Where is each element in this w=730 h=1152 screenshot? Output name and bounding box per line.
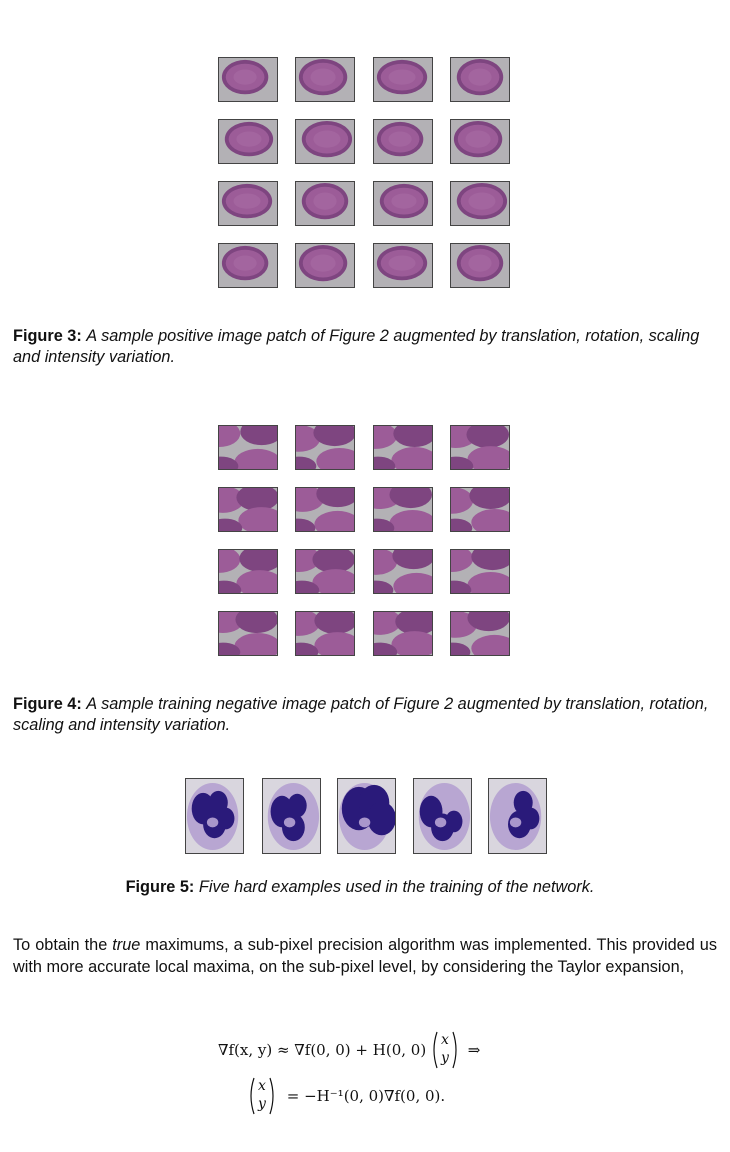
figure-4-text: A sample training negative image patch o… <box>13 695 709 734</box>
image-patch <box>450 549 510 594</box>
image-patch <box>218 57 278 102</box>
figure-5-caption: Figure 5: Five hard examples used in the… <box>0 877 720 898</box>
column-vector-1: x y <box>431 1030 459 1070</box>
hard-example-patch <box>413 778 472 854</box>
figure-3-text: A sample positive image patch of Figure … <box>13 327 700 366</box>
equation-line-2: x y = −H⁻¹(0, 0)∇f(0, 0). <box>248 1076 445 1116</box>
image-patch <box>295 549 355 594</box>
image-patch <box>373 57 433 102</box>
vector-1-x: x <box>441 1032 449 1048</box>
image-patch <box>373 119 433 164</box>
image-patch <box>295 119 355 164</box>
image-patch <box>218 487 278 532</box>
image-patch <box>295 487 355 532</box>
image-patch <box>450 611 510 656</box>
paragraph-pre: To obtain the <box>13 936 113 954</box>
figure-4-caption: Figure 4: A sample training negative ima… <box>13 694 719 736</box>
figure-5-text: Five hard examples used in the training … <box>198 878 595 896</box>
image-patch <box>373 611 433 656</box>
image-patch <box>295 611 355 656</box>
image-patch <box>218 181 278 226</box>
hard-example-patch <box>262 778 321 854</box>
paragraph-post: maximums, a sub-pixel precision algorith… <box>13 936 717 976</box>
image-patch <box>295 181 355 226</box>
image-patch <box>218 425 278 470</box>
figure-3-label: Figure 3: <box>13 327 82 345</box>
image-patch <box>450 243 510 288</box>
image-patch <box>218 611 278 656</box>
vector-2-x: x <box>258 1078 266 1094</box>
image-patch <box>295 425 355 470</box>
figure-5-label: Figure 5: <box>125 878 195 896</box>
equation-line-2-right: = −H⁻¹(0, 0)∇f(0, 0). <box>286 1087 446 1105</box>
image-patch <box>373 487 433 532</box>
hard-example-patch <box>488 778 547 854</box>
image-patch <box>450 487 510 532</box>
image-patch <box>373 181 433 226</box>
paragraph-emphasis: true <box>112 936 141 954</box>
column-vector-2: x y <box>248 1076 276 1116</box>
image-patch <box>295 243 355 288</box>
hard-example-patch <box>185 778 244 854</box>
image-patch <box>373 549 433 594</box>
image-patch <box>450 425 510 470</box>
image-patch <box>373 243 433 288</box>
vector-1-y: y <box>440 1050 449 1066</box>
hard-example-patch <box>337 778 396 854</box>
image-patch <box>218 549 278 594</box>
equation-line-1: ∇f(x, y) ≈ ∇f(0, 0) + H(0, 0) x y ⇒ <box>218 1030 480 1070</box>
body-paragraph: To obtain the true maximums, a sub-pixel… <box>13 935 717 978</box>
image-patch <box>218 119 278 164</box>
equation-line-1-left: ∇f(x, y) ≈ ∇f(0, 0) + H(0, 0) <box>218 1041 427 1059</box>
image-patch <box>450 181 510 226</box>
vector-2-y: y <box>258 1096 266 1112</box>
image-patch <box>450 119 510 164</box>
image-patch <box>373 425 433 470</box>
figure-3-caption: Figure 3: A sample positive image patch … <box>13 326 719 368</box>
image-patch <box>295 57 355 102</box>
image-patch <box>218 243 278 288</box>
implies-symbol: ⇒ <box>467 1041 481 1059</box>
figure-4-label: Figure 4: <box>13 695 82 713</box>
image-patch <box>450 57 510 102</box>
